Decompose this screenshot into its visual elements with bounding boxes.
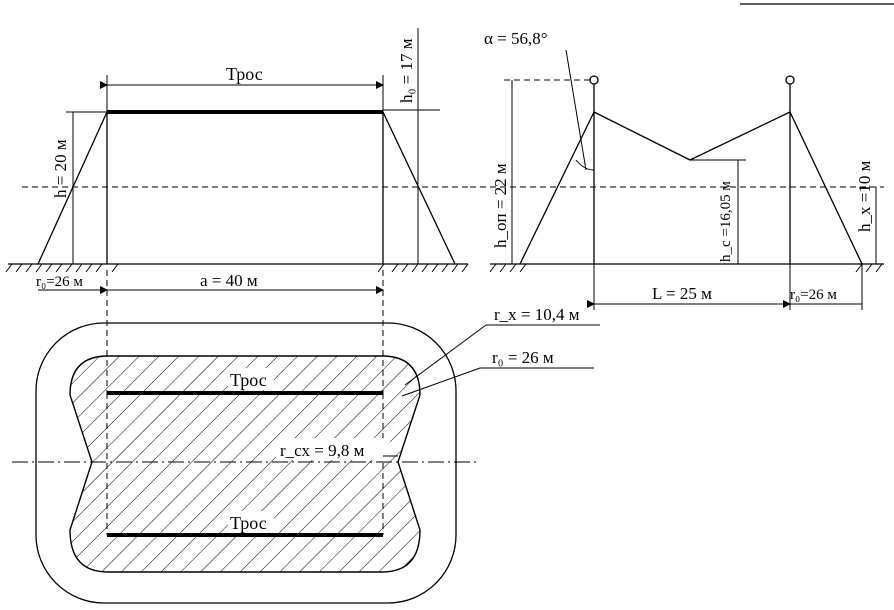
r0-left-label: r₀=26 м bbox=[36, 274, 83, 290]
hx-label: h_x =10 м bbox=[855, 160, 874, 232]
left-elevation-view: Трос h = 20 м h₀ = 17 м r₀=26 м a = 40 м bbox=[5, 28, 470, 395]
r0-right-label: r₀=26 м bbox=[790, 287, 837, 303]
zone-slope-r-right bbox=[789, 111, 863, 265]
zone-slope-right bbox=[382, 111, 456, 265]
inner-zone-rx bbox=[69, 355, 421, 573]
r0-leader bbox=[401, 367, 481, 397]
rx-label: r_x = 10,4 м bbox=[494, 305, 580, 324]
a-label: a = 40 м bbox=[200, 271, 258, 290]
hop-label: h_оп = 22 м bbox=[491, 163, 510, 248]
rcx-label: r_сх = 9,8 м bbox=[280, 441, 365, 460]
outer-zone-r0 bbox=[35, 322, 457, 604]
ground-hatch-right bbox=[489, 263, 883, 273]
hc-label: h_c =16,05 м bbox=[718, 181, 734, 262]
zone-slope-r-left bbox=[519, 111, 595, 265]
label-bg-bottom bbox=[228, 511, 274, 533]
L-label: L = 25 м bbox=[652, 284, 712, 303]
cable-label-top: Трос bbox=[226, 64, 263, 84]
label-bg-top bbox=[228, 368, 274, 390]
alpha-arc bbox=[575, 159, 595, 171]
h0-label: h₀ = 17 м bbox=[397, 38, 416, 103]
r0-plan-label: r₀ = 26 м bbox=[492, 348, 554, 367]
h-label: h = 20 м bbox=[51, 139, 70, 198]
rx-leader bbox=[404, 324, 487, 386]
ground-hatch-left bbox=[5, 263, 469, 273]
plan-view: Трос Трос r_сх = 9,8 м r_x = 10,4 м r₀ =… bbox=[12, 305, 600, 604]
cable-sag bbox=[593, 111, 791, 161]
mast-top-2 bbox=[785, 75, 795, 85]
cable-plan-top-label: Трос bbox=[230, 370, 267, 390]
right-elevation-view: h_оп = 22 м α = 56,8° h_c =16,05 м h_x =… bbox=[470, 29, 884, 310]
alpha-leader bbox=[565, 49, 587, 171]
label-bg-rcx bbox=[276, 438, 390, 460]
cable-plan-bottom-label: Трос bbox=[230, 513, 267, 533]
mast-top-1 bbox=[589, 75, 599, 85]
alpha-label: α = 56,8° bbox=[484, 29, 548, 48]
